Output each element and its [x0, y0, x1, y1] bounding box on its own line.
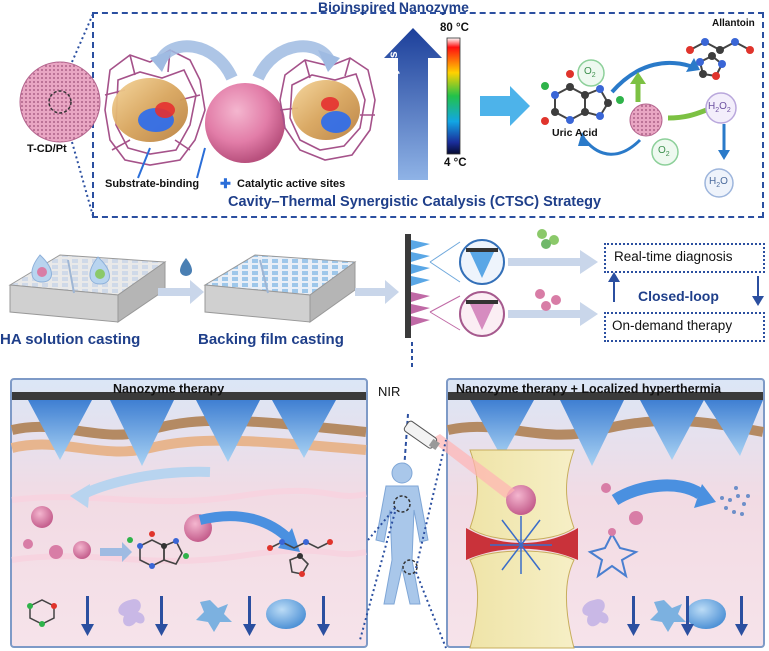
therapy-label: On-demand therapy — [612, 318, 733, 333]
right-therapy-panel — [446, 378, 765, 648]
substrate-binding-label: Substrate-binding — [105, 178, 200, 190]
temp-low-label: 4 °C — [444, 157, 467, 169]
allantoin-label: Allantoin — [712, 18, 755, 29]
left-therapy-panel — [10, 378, 368, 648]
diagnosis-label: Real-time diagnosis — [614, 249, 733, 264]
right-panel-title: Nanozyme therapy + Localized hyperthermi… — [456, 382, 722, 396]
nir-label: NIR — [378, 384, 401, 399]
o2-bubble-top: O2 — [584, 66, 596, 79]
therapy-box — [604, 312, 765, 342]
active-sites-label: Catalytic active sites — [237, 178, 346, 190]
h2o-bubble: H2O — [709, 176, 728, 189]
uric-acid-label: Uric Acid — [552, 127, 598, 139]
catalysis-label: Catalysis — [386, 51, 400, 104]
h2o2-bubble: H2O2 — [708, 101, 731, 114]
step-backing-film: Backing film casting — [198, 331, 344, 348]
strategy-caption: Cavity–Thermal Synergistic Catalysis (CT… — [228, 194, 602, 210]
plus-icon: ✚ — [220, 176, 231, 191]
diagnosis-box — [604, 243, 765, 273]
o2-bubble-bottom: O2 — [658, 145, 670, 158]
temp-high-label: 80 °C — [440, 22, 469, 34]
material-label: T-CD/Pt — [27, 143, 67, 155]
closed-loop-label: Closed-loop — [638, 288, 719, 304]
nanozyme-title: Bioinspired Nanozyme — [318, 0, 469, 15]
step-ha-solution: HA solution casting — [0, 331, 141, 348]
left-panel-title: Nanozyme therapy — [113, 382, 225, 396]
